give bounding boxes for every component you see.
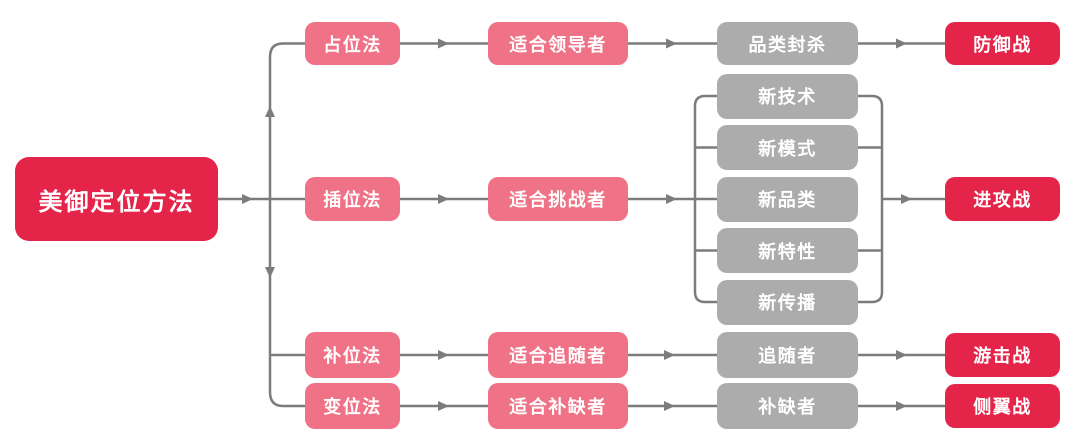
node-strategy-new-model: 新模式 xyxy=(717,125,858,170)
edge-branch-up-to-occupy-method xyxy=(268,42,305,199)
node-method-fill: 补位法 xyxy=(305,332,400,378)
bracket-right xyxy=(858,94,884,304)
root-node-positioning-method: 美御定位方法 xyxy=(15,157,218,241)
node-strategy-new-communication: 新传播 xyxy=(717,279,858,325)
arrowhead xyxy=(664,401,675,411)
node-strategy-follower: 追随者 xyxy=(717,332,858,378)
arrowhead xyxy=(438,350,449,360)
node-method-shift: 变位法 xyxy=(305,383,400,429)
node-strategy-category-block: 品类封杀 xyxy=(717,22,858,65)
node-warfare-flank: 侧翼战 xyxy=(945,384,1060,428)
arrowhead xyxy=(896,401,907,411)
node-strategy-nicher: 补缺者 xyxy=(717,383,858,429)
bracket-left xyxy=(693,94,717,304)
arrowhead xyxy=(242,194,253,204)
arrowhead xyxy=(666,38,677,49)
node-audience-leader: 适合领导者 xyxy=(488,22,628,65)
edge-branch-down-to-shift-method xyxy=(268,199,305,408)
node-method-occupy: 占位法 xyxy=(305,22,400,65)
arrowhead xyxy=(901,194,912,204)
node-strategy-new-category: 新品类 xyxy=(717,176,858,222)
node-strategy-new-feature: 新特性 xyxy=(717,228,858,273)
node-warfare-guerrilla: 游击战 xyxy=(945,333,1060,377)
arrowhead xyxy=(896,38,907,49)
arrowhead xyxy=(664,350,675,360)
arrowhead xyxy=(438,38,449,49)
node-audience-nicher: 适合补缺者 xyxy=(488,383,628,429)
node-warfare-defense: 防御战 xyxy=(945,22,1060,65)
arrowhead xyxy=(265,267,275,278)
node-audience-challenger: 适合挑战者 xyxy=(488,177,628,221)
node-audience-follower: 适合追随者 xyxy=(488,332,628,378)
arrowhead xyxy=(438,194,449,204)
arrowhead xyxy=(265,106,275,117)
arrowhead xyxy=(666,194,677,204)
arrowhead xyxy=(896,350,907,360)
arrowhead xyxy=(438,401,449,411)
node-warfare-attack: 进攻战 xyxy=(945,177,1060,221)
node-strategy-new-technology: 新技术 xyxy=(717,73,858,119)
node-method-insert: 插位法 xyxy=(305,177,400,221)
